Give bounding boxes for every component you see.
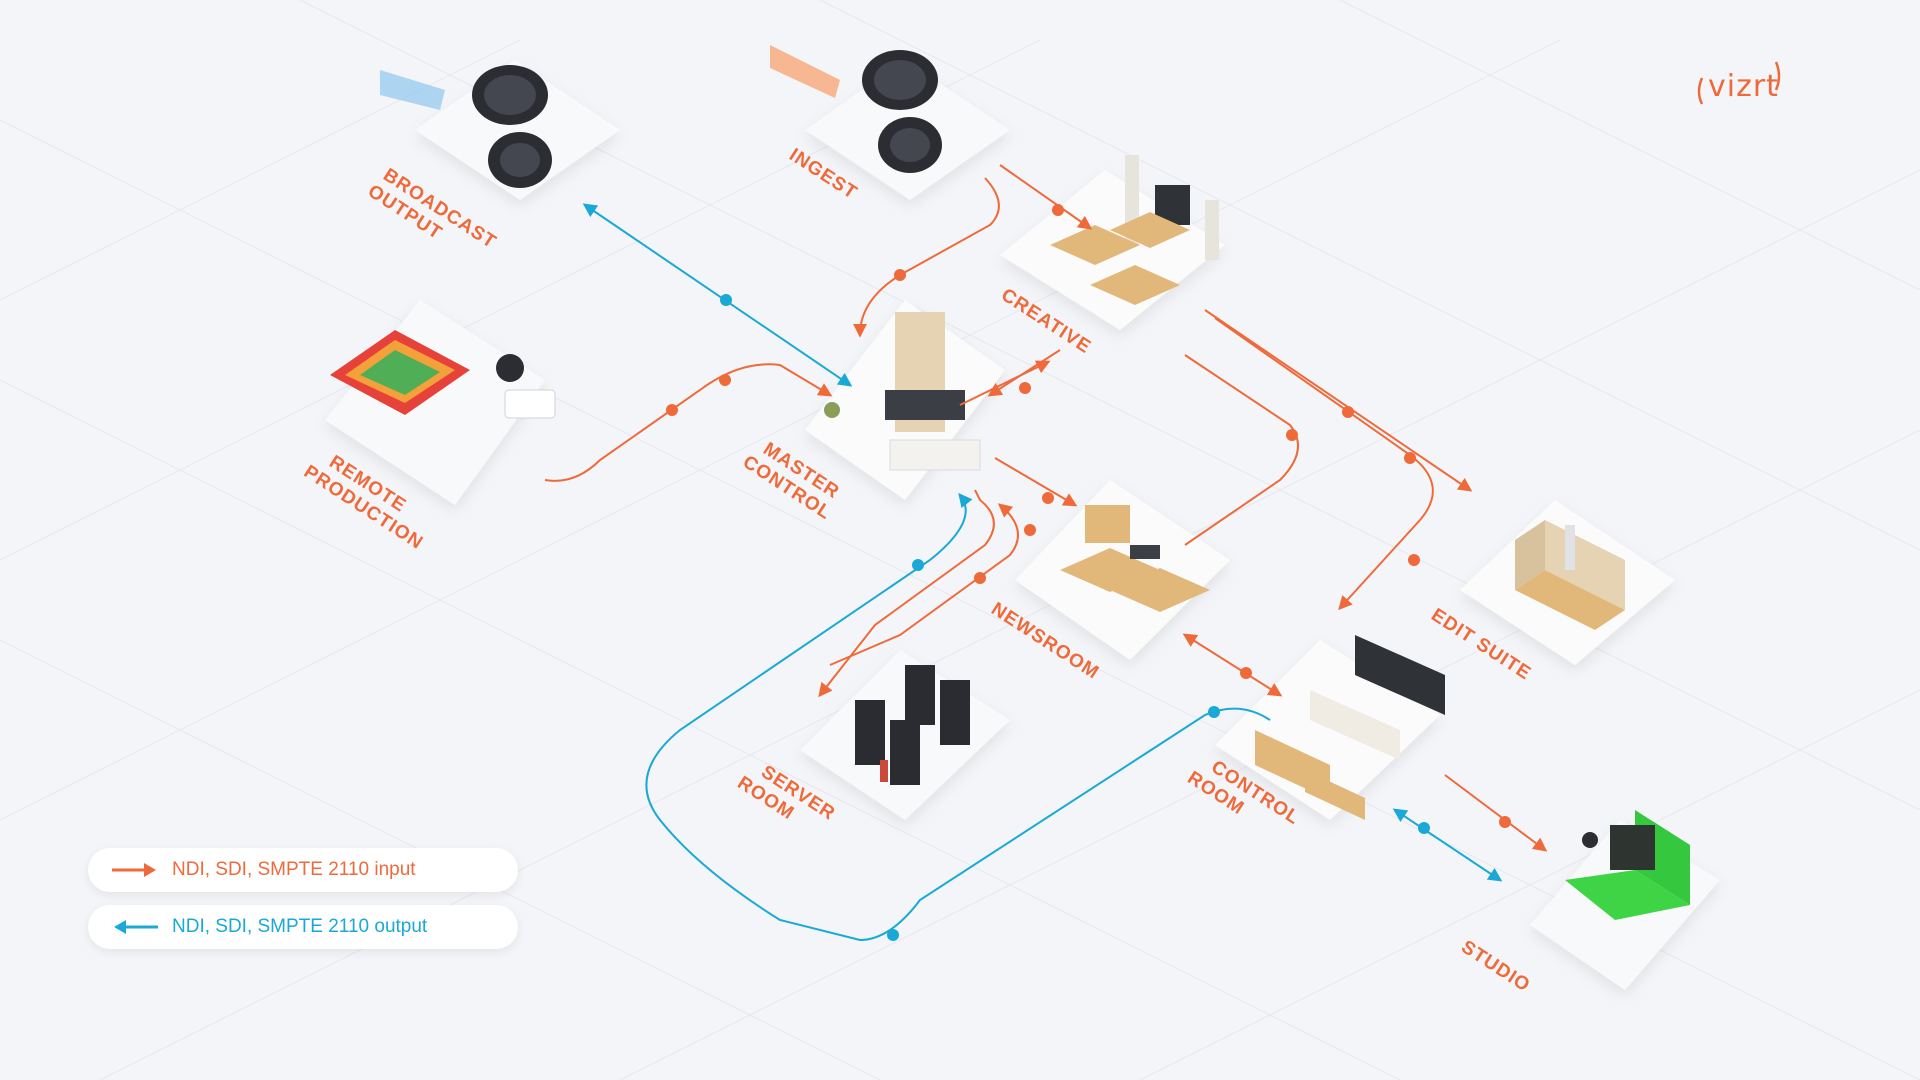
input-flow-nodes xyxy=(666,204,1511,828)
arrow-left-icon xyxy=(114,920,158,934)
legend-input-label: NDI, SDI, SMPTE 2110 input xyxy=(172,859,416,880)
arrow-right-icon xyxy=(112,863,156,877)
green-screen-icon xyxy=(1565,810,1690,920)
flow-ingest-to-creative xyxy=(999,164,1093,230)
cubicles-icon xyxy=(1515,520,1625,630)
platforms xyxy=(325,60,1720,990)
legend-input: NDI, SDI, SMPTE 2110 input xyxy=(88,848,518,892)
flow-control-room-to-master-control xyxy=(645,492,1271,942)
flow-master-control-to-newsroom xyxy=(994,457,1078,507)
legend-output-label: NDI, SDI, SMPTE 2110 output xyxy=(172,916,428,937)
satellite-dish-icon xyxy=(770,45,942,173)
desk-cluster-icon xyxy=(1050,155,1219,305)
logo-text: vizrt xyxy=(1708,69,1779,104)
flow-master-control-to-server-room-2 xyxy=(818,489,995,698)
flow-creative-to-master-control xyxy=(987,349,1061,397)
output-flows xyxy=(582,203,1503,942)
flow-master-control-to-server-room xyxy=(829,503,1019,666)
flow-creative-to-control-room xyxy=(1214,317,1434,611)
flow-ingest-to-master-control xyxy=(853,177,1000,338)
video-wall-icon xyxy=(1255,635,1445,820)
flow-creative-to-newsroom xyxy=(1184,354,1299,546)
server-rack-icon xyxy=(855,665,970,785)
flow-newsroom-to-control-room xyxy=(1182,633,1283,697)
equipment-illustrations xyxy=(330,45,1690,920)
flow-master-control-to-creative xyxy=(959,360,1051,406)
stadium-icon xyxy=(330,330,556,419)
flow-creative-to-edit-suite xyxy=(1204,309,1473,492)
flow-control-room-to-studio xyxy=(1444,774,1548,852)
console-icon xyxy=(824,312,981,471)
desk-cluster-icon xyxy=(1060,505,1210,612)
label-studio: STUDIO xyxy=(1457,937,1534,997)
label-broadcast-output: BROADCAST OUTPUT xyxy=(364,162,505,275)
vizrt-logo: vizrt xyxy=(1697,61,1781,105)
flow-master-control-to-broadcast-output xyxy=(582,203,853,387)
flow-control-room-to-studio xyxy=(1392,808,1503,882)
legend-output: NDI, SDI, SMPTE 2110 output xyxy=(88,905,518,949)
output-flow-nodes xyxy=(720,294,1430,941)
platform-broadcast-output xyxy=(415,60,620,200)
satellite-dish-icon xyxy=(380,65,552,188)
